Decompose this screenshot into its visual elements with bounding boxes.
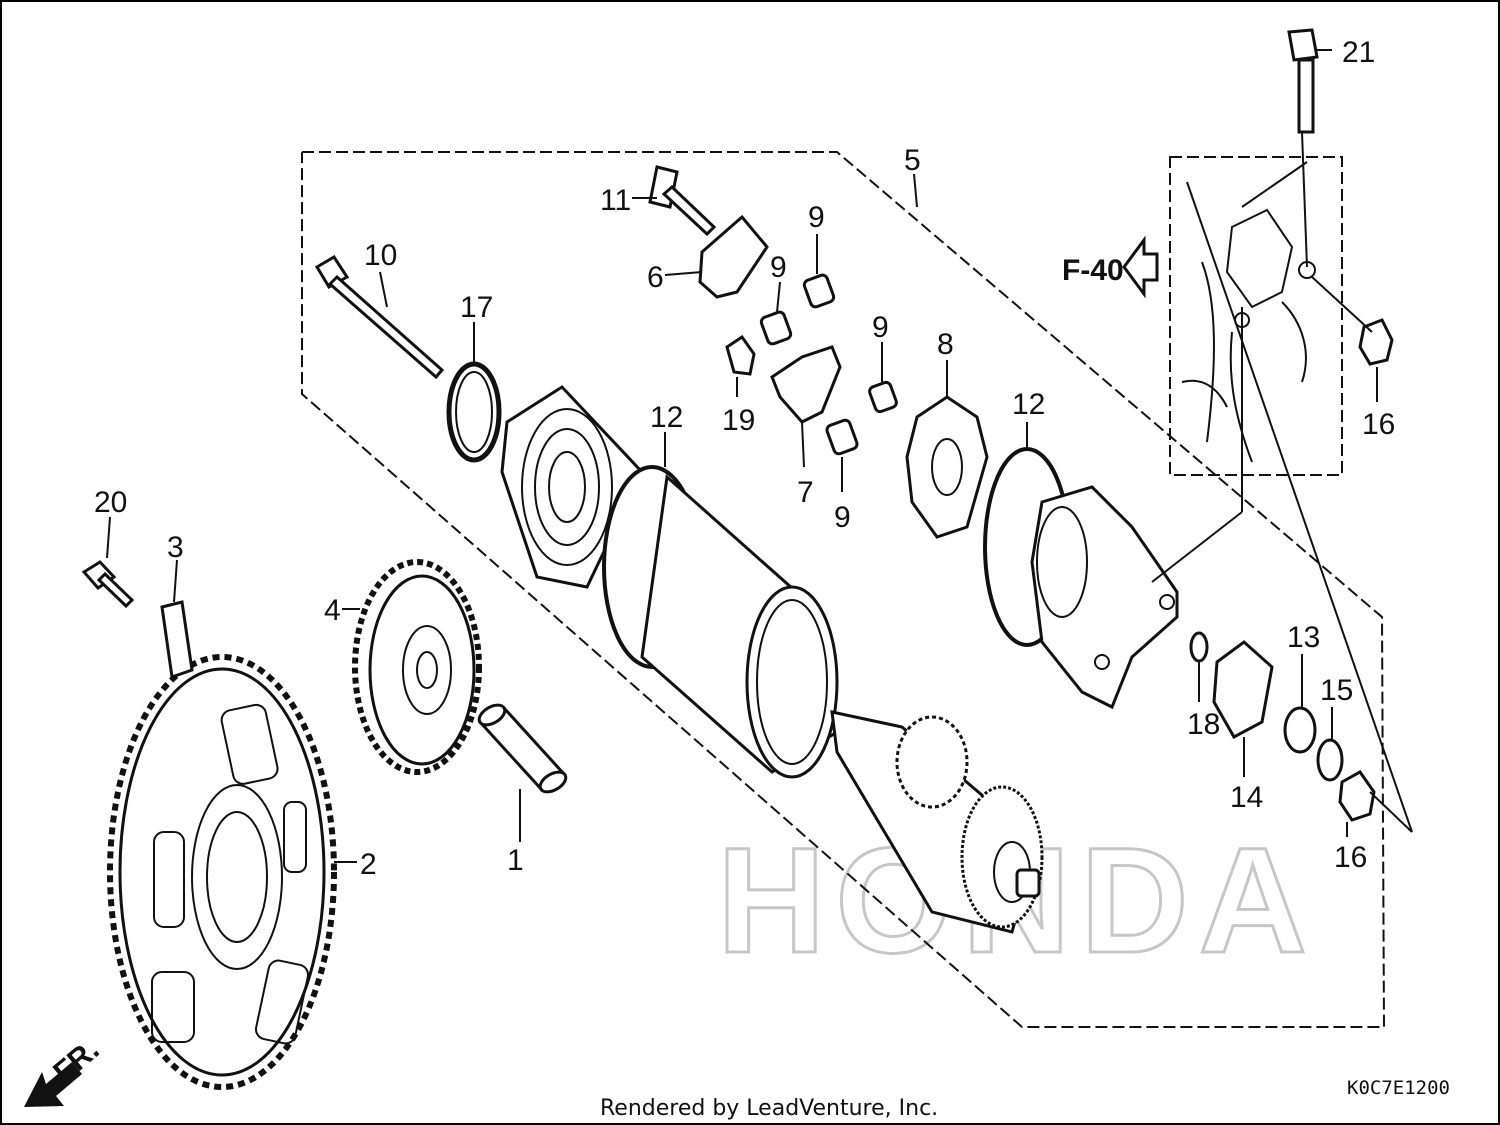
long-bolt-10[interactable] xyxy=(314,254,445,380)
callout-9-bottom: 9 xyxy=(834,501,851,534)
motor-case[interactable] xyxy=(640,474,839,779)
terminal-bolt-11[interactable] xyxy=(648,165,717,237)
nut-16-upper[interactable] xyxy=(1358,318,1394,366)
insulator-14[interactable] xyxy=(1212,640,1274,740)
callout-13: 13 xyxy=(1287,621,1320,654)
part-code: K0C7E1200 xyxy=(1347,1077,1450,1099)
callout-21: 21 xyxy=(1342,36,1375,69)
setting-plate[interactable] xyxy=(160,600,194,680)
callout-5: 5 xyxy=(904,144,921,177)
callout-1: 1 xyxy=(507,844,524,877)
washer-13[interactable] xyxy=(1283,706,1317,754)
bolt-21[interactable] xyxy=(1287,28,1319,134)
callout-12-left: 12 xyxy=(650,401,683,434)
callout-9-top: 9 xyxy=(808,201,825,234)
callout-17: 17 xyxy=(460,291,493,324)
callout-20: 20 xyxy=(94,486,127,519)
callout-6: 6 xyxy=(647,261,664,294)
callout-3: 3 xyxy=(167,531,184,564)
callout-9-right: 9 xyxy=(872,311,889,344)
brush-6[interactable] xyxy=(698,214,769,299)
brush-spring-9a[interactable] xyxy=(802,273,836,309)
o-ring-17[interactable] xyxy=(446,361,502,463)
brush-7[interactable] xyxy=(770,345,842,424)
screw-19[interactable] xyxy=(725,334,756,376)
callout-4: 4 xyxy=(324,594,341,627)
reference-arrow-icon xyxy=(1122,235,1159,299)
washer-15[interactable] xyxy=(1316,738,1344,782)
callout-14: 14 xyxy=(1230,781,1263,814)
washer-18[interactable] xyxy=(1189,631,1209,663)
callout-15: 15 xyxy=(1320,674,1353,707)
starter-idle-gear[interactable] xyxy=(352,559,482,775)
callout-16-upper: 16 xyxy=(1362,408,1395,441)
brush-spring-9d[interactable] xyxy=(825,418,859,456)
rear-housing[interactable] xyxy=(1030,485,1179,710)
assembly-boundary xyxy=(301,151,1386,1028)
callout-9-left: 9 xyxy=(770,251,787,284)
credit-text: Rendered by LeadVenture, Inc. xyxy=(600,1096,938,1121)
front-direction-arrow-icon xyxy=(24,1062,82,1107)
brush-spring-9b[interactable] xyxy=(759,310,793,346)
callout-8: 8 xyxy=(937,328,954,361)
reference-label: F-40 xyxy=(1062,254,1124,287)
callout-7: 7 xyxy=(797,476,814,509)
callout-2: 2 xyxy=(360,848,377,881)
brush-holder-8[interactable] xyxy=(905,395,989,539)
callout-10: 10 xyxy=(364,239,397,272)
callout-12-right: 12 xyxy=(1012,388,1045,421)
callout-18: 18 xyxy=(1187,708,1220,741)
idle-gear-shaft[interactable] xyxy=(476,701,569,796)
nut-16-lower[interactable] xyxy=(1338,770,1376,822)
callout-11: 11 xyxy=(600,184,631,217)
leader-lines xyxy=(106,49,1413,863)
sprocket-gear[interactable] xyxy=(107,654,337,1090)
flange-bolt-20[interactable] xyxy=(81,560,135,609)
callout-16-lower: 16 xyxy=(1334,841,1367,874)
inset-boundary xyxy=(1169,156,1343,476)
brush-spring-9c[interactable] xyxy=(868,380,898,414)
callout-19: 19 xyxy=(722,404,755,437)
armature[interactable] xyxy=(830,710,1044,934)
inset-cable-sketch xyxy=(1181,208,1316,463)
